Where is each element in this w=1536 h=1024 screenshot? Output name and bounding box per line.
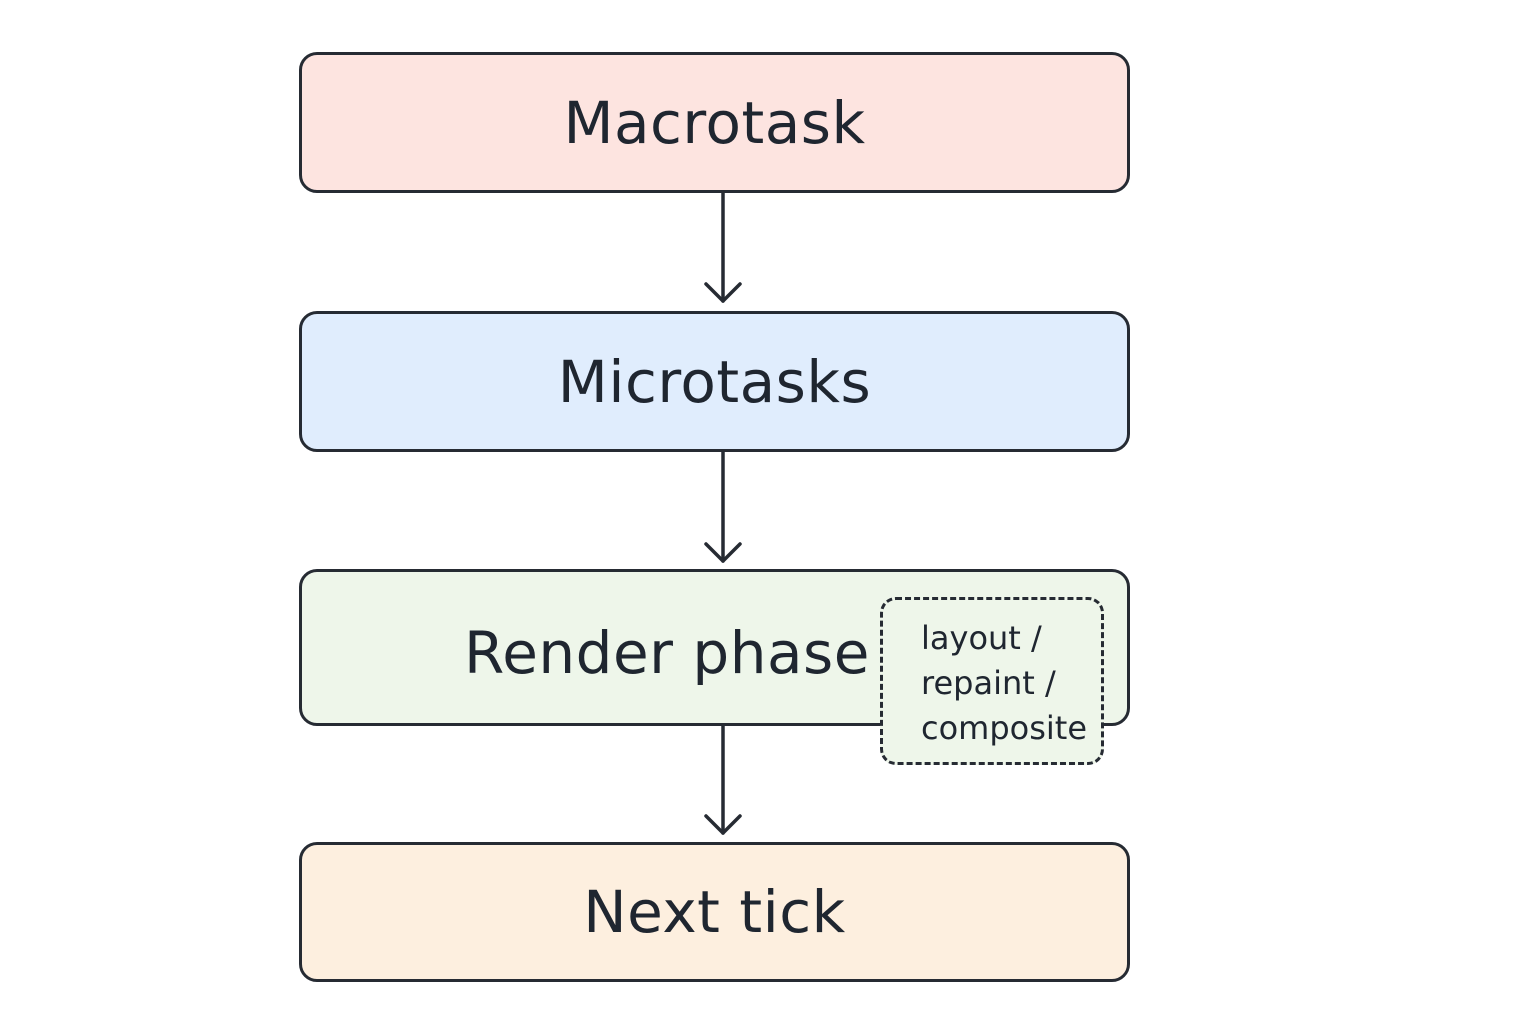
arrow-microtasks-to-render (704, 450, 742, 563)
render-steps-note: layout / repaint / composite (880, 597, 1104, 765)
note-line-layout: layout / (921, 619, 1042, 657)
macrotask-label: Macrotask (563, 88, 866, 157)
note-line-composite: composite (921, 709, 1088, 747)
arrow-render-to-next-tick (704, 724, 742, 835)
arrow-macrotask-to-microtasks (704, 191, 742, 303)
microtasks-box: Microtasks (299, 311, 1130, 452)
macrotask-box: Macrotask (299, 52, 1130, 193)
microtasks-label: Microtasks (557, 347, 872, 416)
note-line-repaint: repaint / (921, 664, 1056, 702)
next-tick-label: Next tick (583, 878, 846, 946)
next-tick-box: Next tick (299, 842, 1130, 982)
render-phase-label: Render phase (464, 619, 870, 687)
